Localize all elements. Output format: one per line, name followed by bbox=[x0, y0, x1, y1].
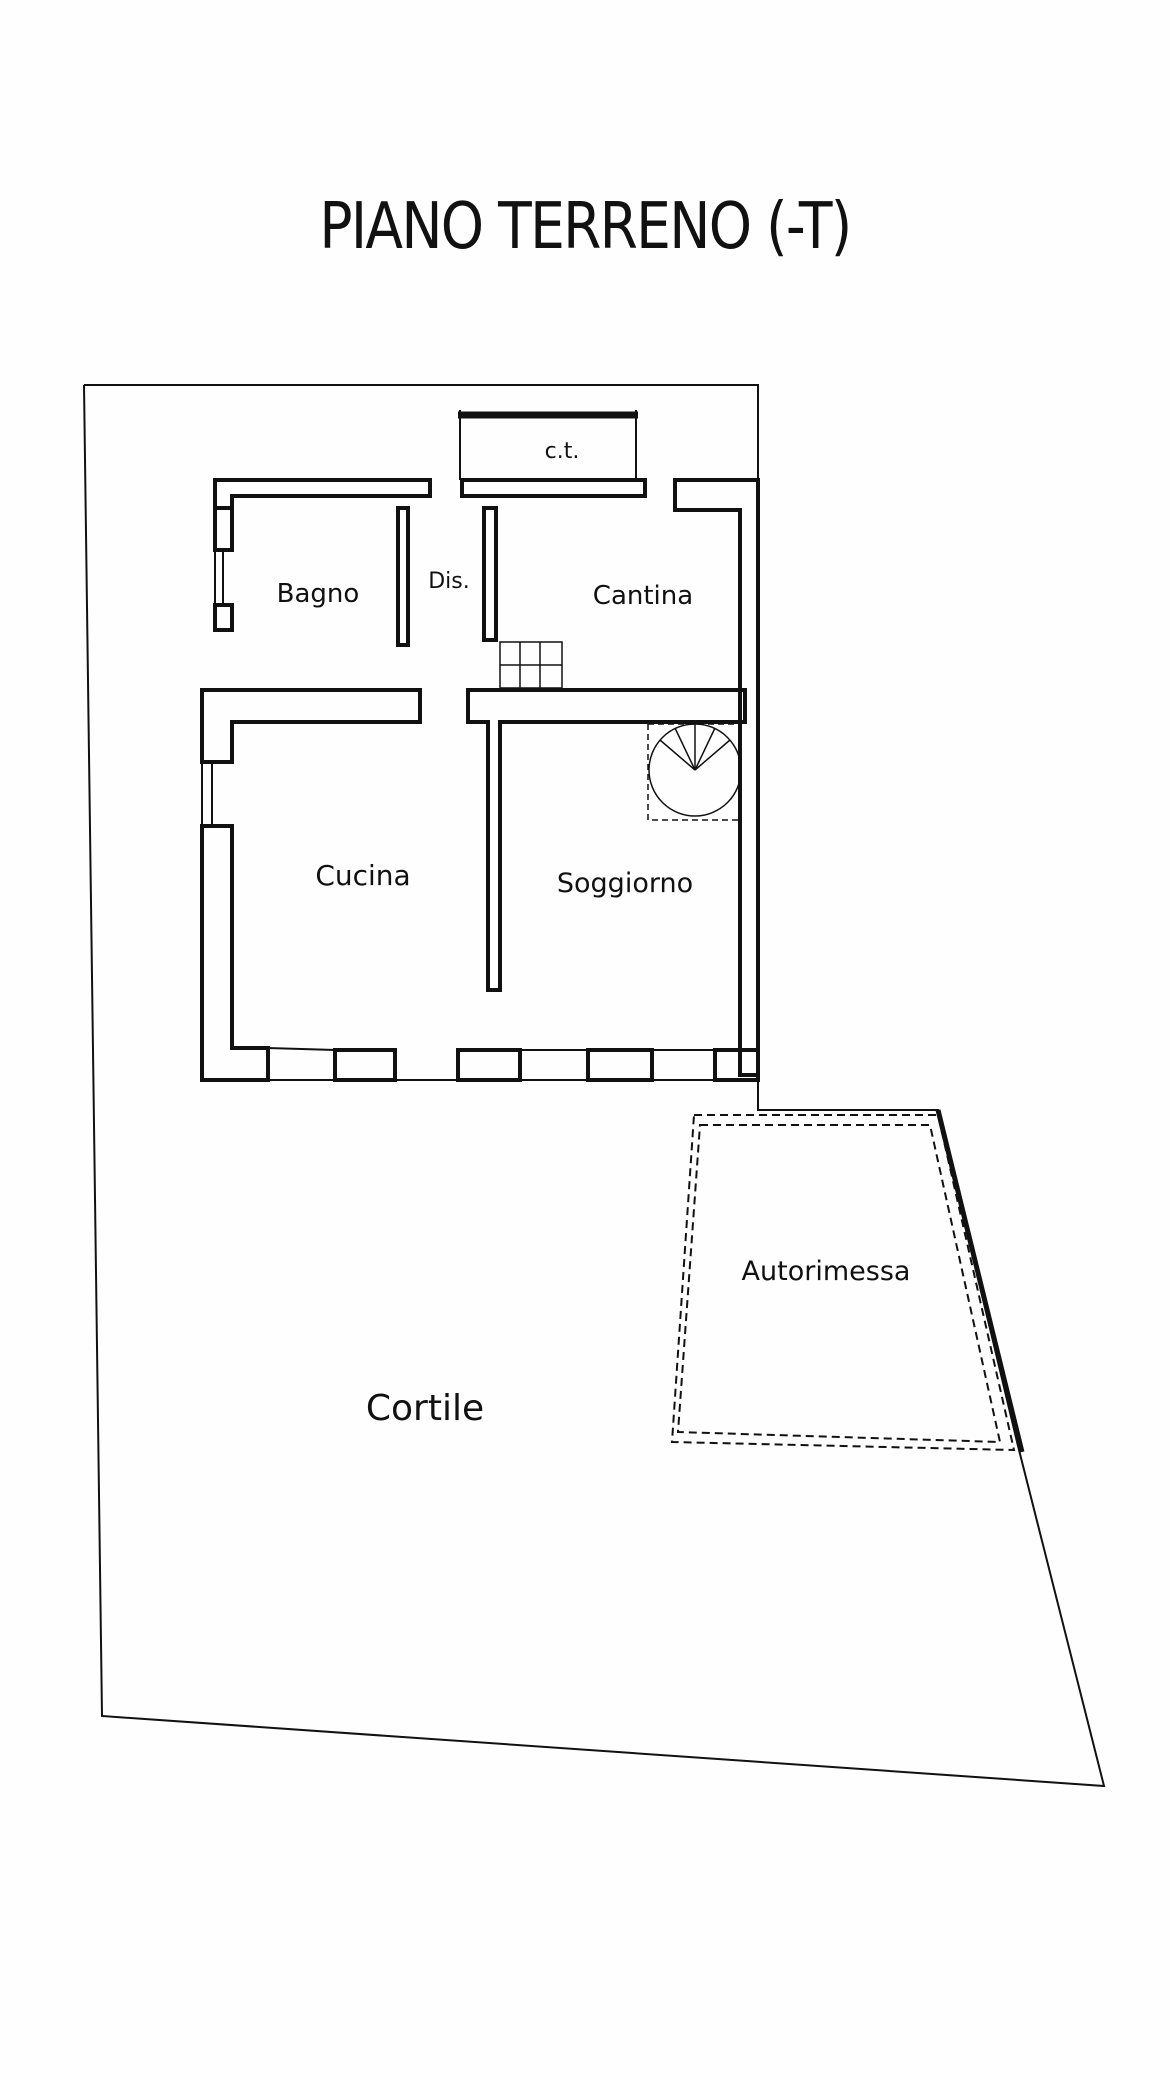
garage-wall bbox=[935, 1109, 1025, 1453]
room-label-cantina: Cantina bbox=[593, 581, 693, 611]
room-label-cortile: Cortile bbox=[366, 1388, 484, 1429]
house-walls bbox=[200, 478, 760, 1082]
room-label-autorimessa: Autorimessa bbox=[742, 1256, 911, 1287]
room-label-soggiorno: Soggiorno bbox=[557, 868, 693, 899]
room-label-ct: c.t. bbox=[545, 439, 580, 464]
room-label-dis: Dis. bbox=[428, 569, 470, 594]
ct-room bbox=[458, 410, 638, 480]
page-title: PIANO TERRENO (-T) bbox=[319, 190, 852, 264]
room-label-cucina: Cucina bbox=[315, 859, 410, 892]
garage-outline bbox=[670, 1114, 1016, 1452]
stairs bbox=[499, 641, 563, 689]
room-label-bagno: Bagno bbox=[277, 579, 360, 609]
spiral-stair bbox=[647, 723, 742, 821]
